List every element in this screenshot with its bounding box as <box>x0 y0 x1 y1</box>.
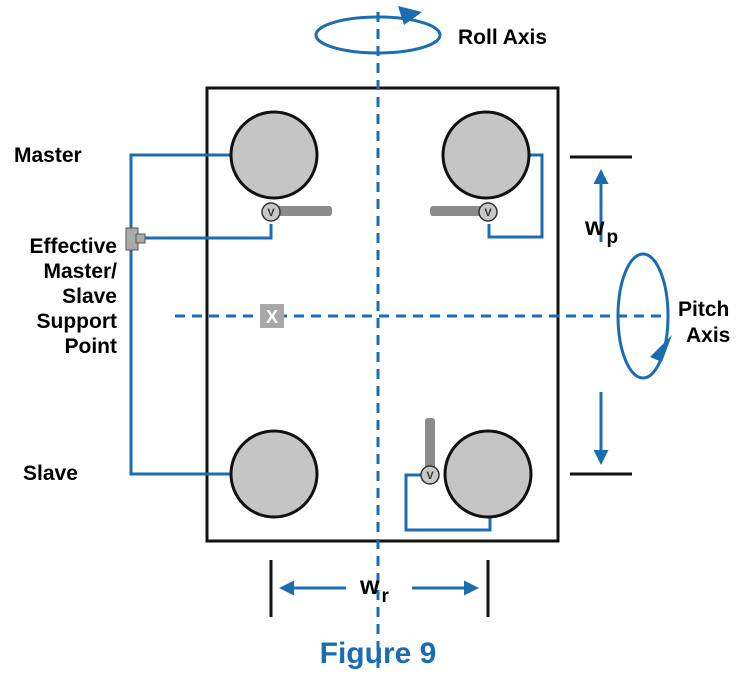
svg-text:V: V <box>267 207 275 219</box>
track-width-dimension <box>269 560 490 617</box>
master-wheel <box>229 110 319 200</box>
figure-caption: Figure 9 <box>320 637 437 670</box>
pitch-axis-label-line1: Pitch <box>678 298 729 321</box>
support-point-label: Effective Master/ Slave Support Point <box>29 235 117 358</box>
slave-wheel <box>229 429 319 519</box>
hydraulic-lines <box>129 153 544 532</box>
tee-fitting <box>125 227 146 251</box>
leveling-valve-icon: V <box>261 202 332 222</box>
svg-text:Point: Point <box>65 335 118 358</box>
svg-text:V: V <box>426 470 434 482</box>
master-label: Master <box>14 144 82 167</box>
pitch-axis-label-line2: Axis <box>686 324 730 347</box>
wheelbase-dimension <box>570 155 632 476</box>
svg-text:Slave: Slave <box>62 285 117 308</box>
svg-text:Effective: Effective <box>29 235 117 258</box>
svg-text:Master/: Master/ <box>43 260 117 283</box>
svg-text:V: V <box>484 207 492 219</box>
roll-axis-label: Roll Axis <box>458 26 547 49</box>
pitch-axis-rotation-icon <box>616 252 672 380</box>
slave-label: Slave <box>23 462 78 485</box>
leveling-valve-icon: V <box>430 202 498 222</box>
top-right-wheel <box>441 110 531 200</box>
svg-text:X: X <box>266 307 278 327</box>
leveling-valve-icon: V <box>420 418 440 485</box>
svg-text:Support: Support <box>37 310 117 333</box>
support-point-marker: X <box>260 304 284 328</box>
bottom-right-wheel <box>443 429 533 519</box>
